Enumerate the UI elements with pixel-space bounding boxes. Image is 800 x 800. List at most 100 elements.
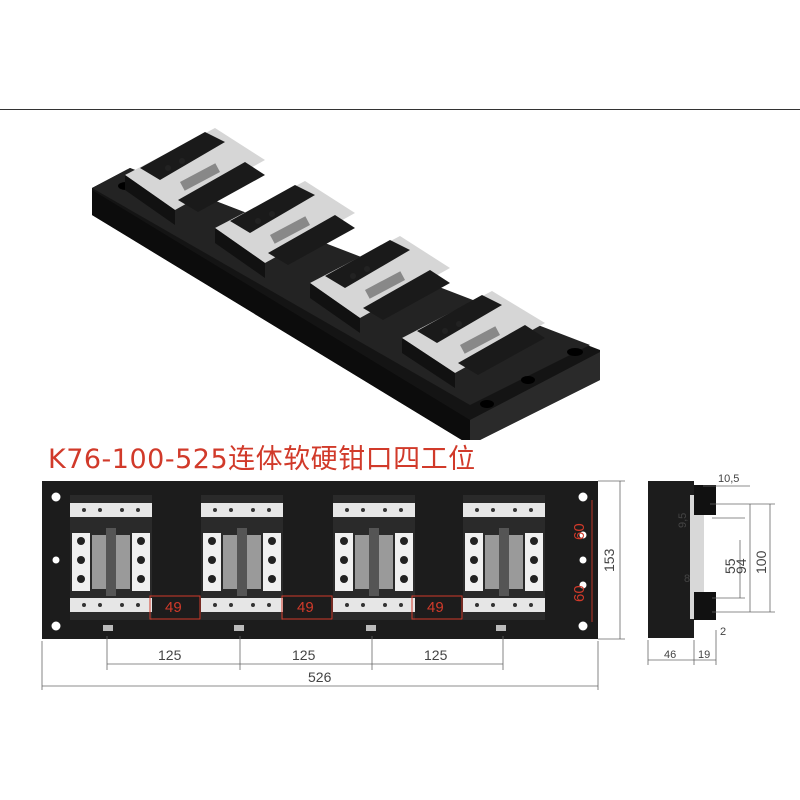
jaw-screw-icon bbox=[399, 603, 403, 607]
bolt-icon bbox=[340, 575, 348, 583]
side-base-width-dimension: 46 bbox=[664, 649, 676, 661]
jaw-strip-upper bbox=[463, 503, 545, 517]
vise-station-4 bbox=[402, 291, 545, 388]
side-bottom-2-dimension: 2 bbox=[720, 626, 726, 638]
jaw-screw-icon bbox=[98, 508, 102, 512]
bolt-icon bbox=[268, 556, 276, 564]
jaw-screw-icon bbox=[98, 603, 102, 607]
product-title: K76-100-525连体软硬钳口四工位 bbox=[48, 444, 476, 475]
jaw-screw-icon bbox=[251, 508, 255, 512]
bolt-icon bbox=[400, 575, 408, 583]
jaw-screw-icon bbox=[251, 603, 255, 607]
jaw-screw-icon bbox=[383, 508, 387, 512]
spacing-dimension-lines bbox=[41, 636, 599, 690]
handle-nub bbox=[103, 625, 113, 631]
bolt-icon bbox=[137, 575, 145, 583]
gap-dimension-1: 49 bbox=[165, 599, 182, 616]
jaw-screw-icon bbox=[399, 508, 403, 512]
lower-half-dimension: 60 bbox=[571, 585, 588, 602]
screw-shaft bbox=[237, 528, 247, 596]
jaw-screw-icon bbox=[475, 508, 479, 512]
header-divider-line bbox=[0, 109, 800, 110]
side-step-8-dimension: 8 bbox=[684, 573, 690, 585]
bolt-icon bbox=[340, 556, 348, 564]
jaw-strip-upper bbox=[201, 503, 283, 517]
bolt-icon bbox=[77, 556, 85, 564]
total-length-dimension: 526 bbox=[308, 669, 332, 685]
spacing-dimension-3: 125 bbox=[424, 647, 448, 663]
jaw-screw-icon bbox=[361, 508, 365, 512]
vise-station-3 bbox=[310, 236, 450, 333]
jaw-screw-icon bbox=[267, 603, 271, 607]
jaw-screw-icon bbox=[361, 603, 365, 607]
bolt-icon bbox=[400, 556, 408, 564]
jaw-strip-upper bbox=[333, 503, 415, 517]
jaw-screw-icon bbox=[513, 508, 517, 512]
jaw-strip-lower bbox=[201, 598, 283, 612]
jaw-screw-icon bbox=[120, 508, 124, 512]
jaw-screw-icon bbox=[491, 508, 495, 512]
jaw-screw-icon bbox=[529, 508, 533, 512]
bolt-icon bbox=[208, 575, 216, 583]
handle-nub bbox=[496, 625, 506, 631]
bolt-icon bbox=[77, 575, 85, 583]
jaw-screw-icon bbox=[136, 508, 140, 512]
jaw-screw-icon bbox=[491, 603, 495, 607]
mount-hole bbox=[567, 348, 583, 356]
mount-hole bbox=[521, 376, 535, 384]
side-jaw-width-dimension: 19 bbox=[698, 649, 710, 661]
front-view-stations bbox=[70, 495, 545, 631]
side-view-dimension-lines bbox=[647, 485, 775, 665]
bolt-icon bbox=[137, 556, 145, 564]
height-dimension: 153 bbox=[601, 548, 617, 572]
vise-station-1 bbox=[125, 128, 265, 225]
jaw-screw-icon bbox=[213, 508, 217, 512]
bolt-icon bbox=[137, 537, 145, 545]
jaw-screw-icon bbox=[345, 508, 349, 512]
jaw-screw-icon bbox=[529, 603, 533, 607]
jaw-screw-icon bbox=[82, 508, 86, 512]
gap-dimension-boxes bbox=[149, 595, 463, 620]
jaw-screw-icon bbox=[513, 603, 517, 607]
side-top-offset-dimension: 10,5 bbox=[718, 473, 739, 485]
bolt-icon bbox=[470, 575, 478, 583]
jaw-screw-icon bbox=[267, 508, 271, 512]
bolt-icon bbox=[268, 575, 276, 583]
screw-shaft bbox=[106, 528, 116, 596]
side-jaw-small-dimension: 9,5 bbox=[677, 513, 689, 528]
bolt-icon bbox=[208, 537, 216, 545]
side-outer-100-dimension: 100 bbox=[753, 550, 769, 574]
side-inner-55-dimension: 55 bbox=[722, 558, 738, 574]
height-dimension-lines bbox=[598, 480, 625, 640]
jaw-strip-lower bbox=[333, 598, 415, 612]
front-view-holes bbox=[48, 489, 591, 634]
screw-shaft bbox=[499, 528, 509, 596]
bolt-icon bbox=[340, 537, 348, 545]
jaw-screw-icon bbox=[475, 603, 479, 607]
bolt-icon bbox=[470, 556, 478, 564]
gap-dimension-2: 49 bbox=[297, 599, 314, 616]
gap-dimension-3: 49 bbox=[427, 599, 444, 616]
mount-hole bbox=[480, 400, 494, 408]
vise-station-2 bbox=[215, 181, 355, 278]
jaw-screw-icon bbox=[213, 603, 217, 607]
jaw-screw-icon bbox=[345, 603, 349, 607]
bolt-icon bbox=[400, 537, 408, 545]
upper-half-dimension: 60 bbox=[571, 523, 588, 540]
side-inner-94-dimension: 94 bbox=[733, 558, 749, 574]
bolt-icon bbox=[530, 537, 538, 545]
handle-nub bbox=[366, 625, 376, 631]
jaw-strip-upper bbox=[70, 503, 152, 517]
jaw-strip-lower bbox=[463, 598, 545, 612]
spacing-dimension-1: 125 bbox=[158, 647, 182, 663]
bolt-icon bbox=[470, 537, 478, 545]
handle-nub bbox=[234, 625, 244, 631]
bolt-icon bbox=[530, 556, 538, 564]
side-view-upper-jaw bbox=[694, 485, 716, 515]
bolt-icon bbox=[208, 556, 216, 564]
jaw-strip-lower bbox=[70, 598, 152, 612]
spacing-dimension-2: 125 bbox=[292, 647, 316, 663]
bolt-icon bbox=[268, 537, 276, 545]
bolt-icon bbox=[77, 537, 85, 545]
